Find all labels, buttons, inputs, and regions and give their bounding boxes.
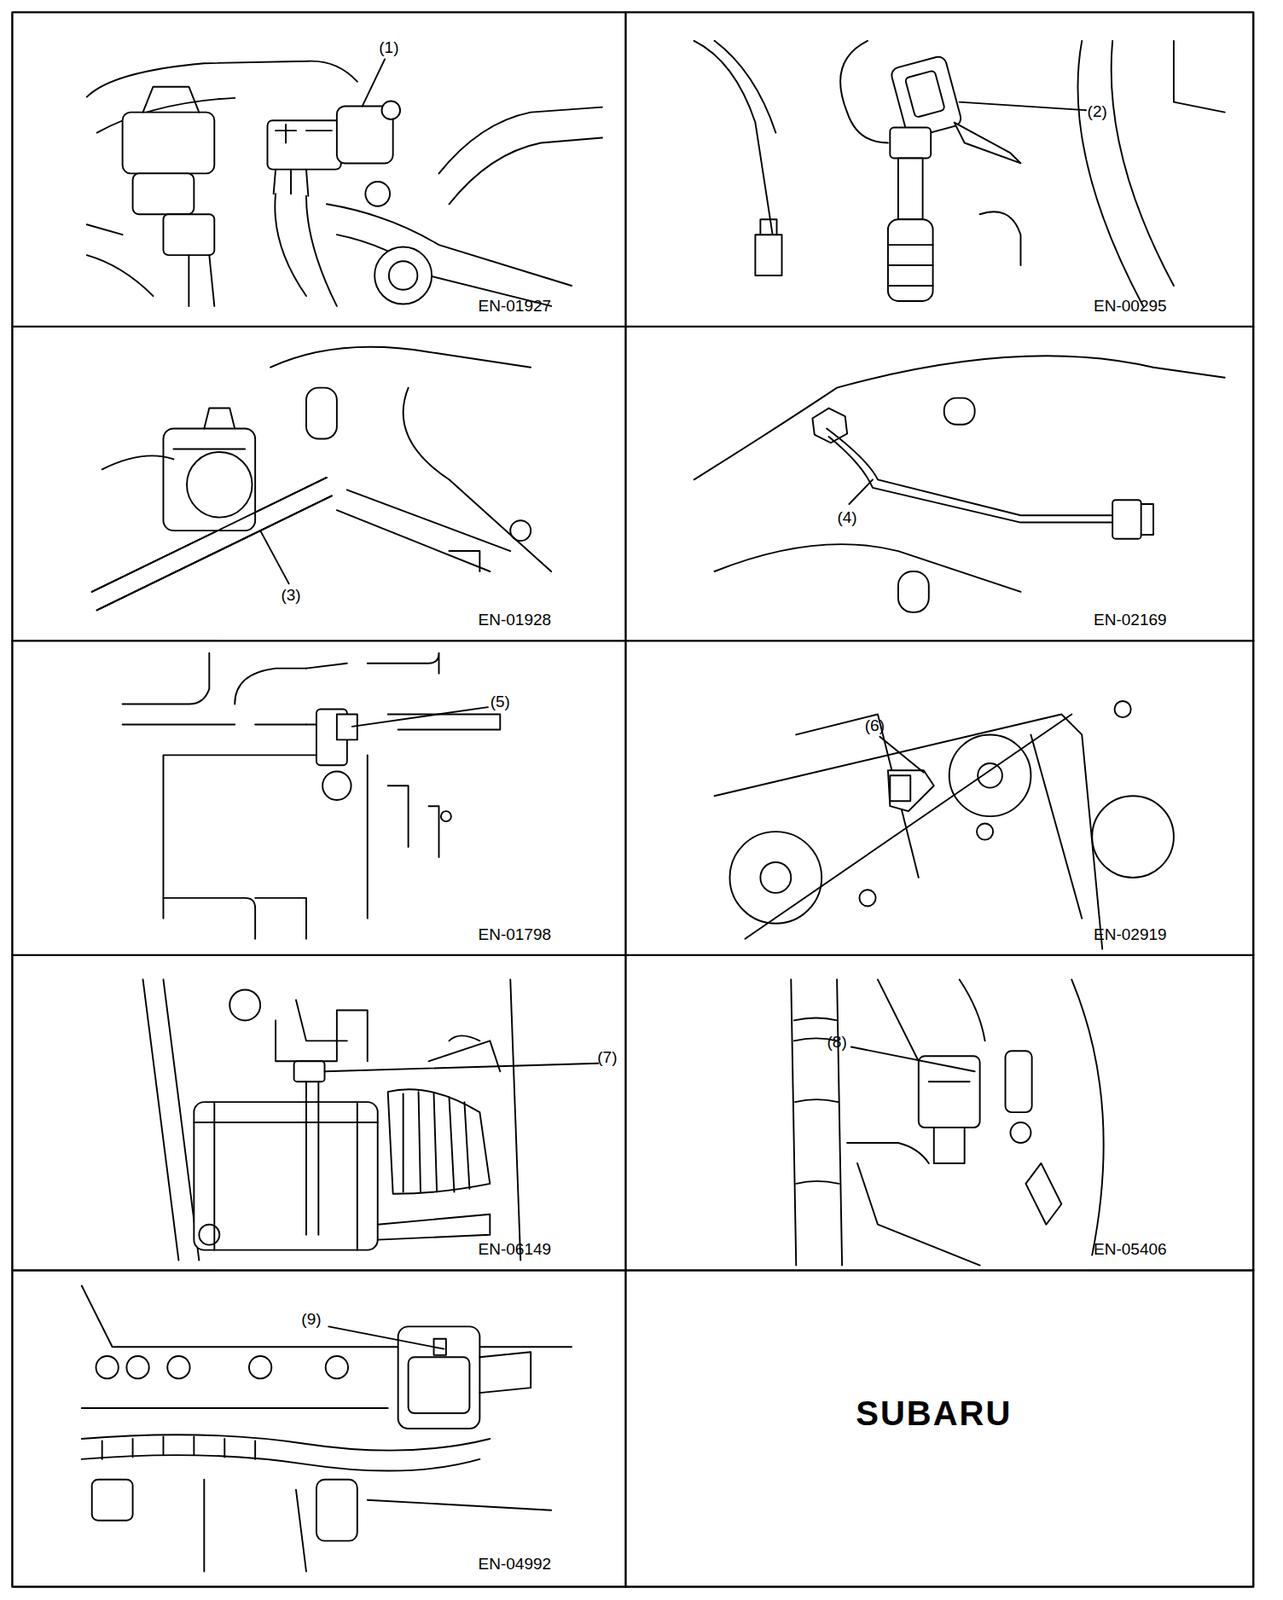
callout-number: (6) [865,717,885,736]
panel-7-art [143,980,599,1261]
panel-1-art [87,58,603,307]
panel-8-art [790,980,1104,1266]
figure-id: EN-05406 [1093,1241,1167,1260]
panel-5-art [122,653,501,940]
panel-2-art [694,40,1225,307]
figure-id: EN-01927 [478,297,552,316]
figure-id: EN-02919 [1093,926,1167,945]
callout-number: (7) [597,1049,617,1068]
figure-id: EN-01798 [478,926,552,945]
callout-number: (5) [490,693,511,712]
panel-6-art [714,701,1174,950]
callout-number: (4) [836,509,857,528]
figure-id: EN-00295 [1093,297,1167,316]
callout-number: (9) [301,1311,321,1330]
figure-id: EN-04992 [478,1555,552,1574]
panel-grid [11,11,1254,1587]
callout-number: (2) [1087,103,1108,122]
brand-logo: SUBARU [855,1394,1012,1433]
figure-id: EN-01928 [478,611,552,630]
panel-9-art [81,1286,572,1573]
callout-number: (1) [378,39,399,58]
panel-3-art [92,347,552,611]
panel-4-art [694,355,1225,613]
callout-number: (3) [280,586,301,605]
figure-id: EN-02169 [1093,611,1167,630]
figure-id: EN-06149 [478,1241,552,1260]
callout-number: (8) [827,1033,848,1052]
